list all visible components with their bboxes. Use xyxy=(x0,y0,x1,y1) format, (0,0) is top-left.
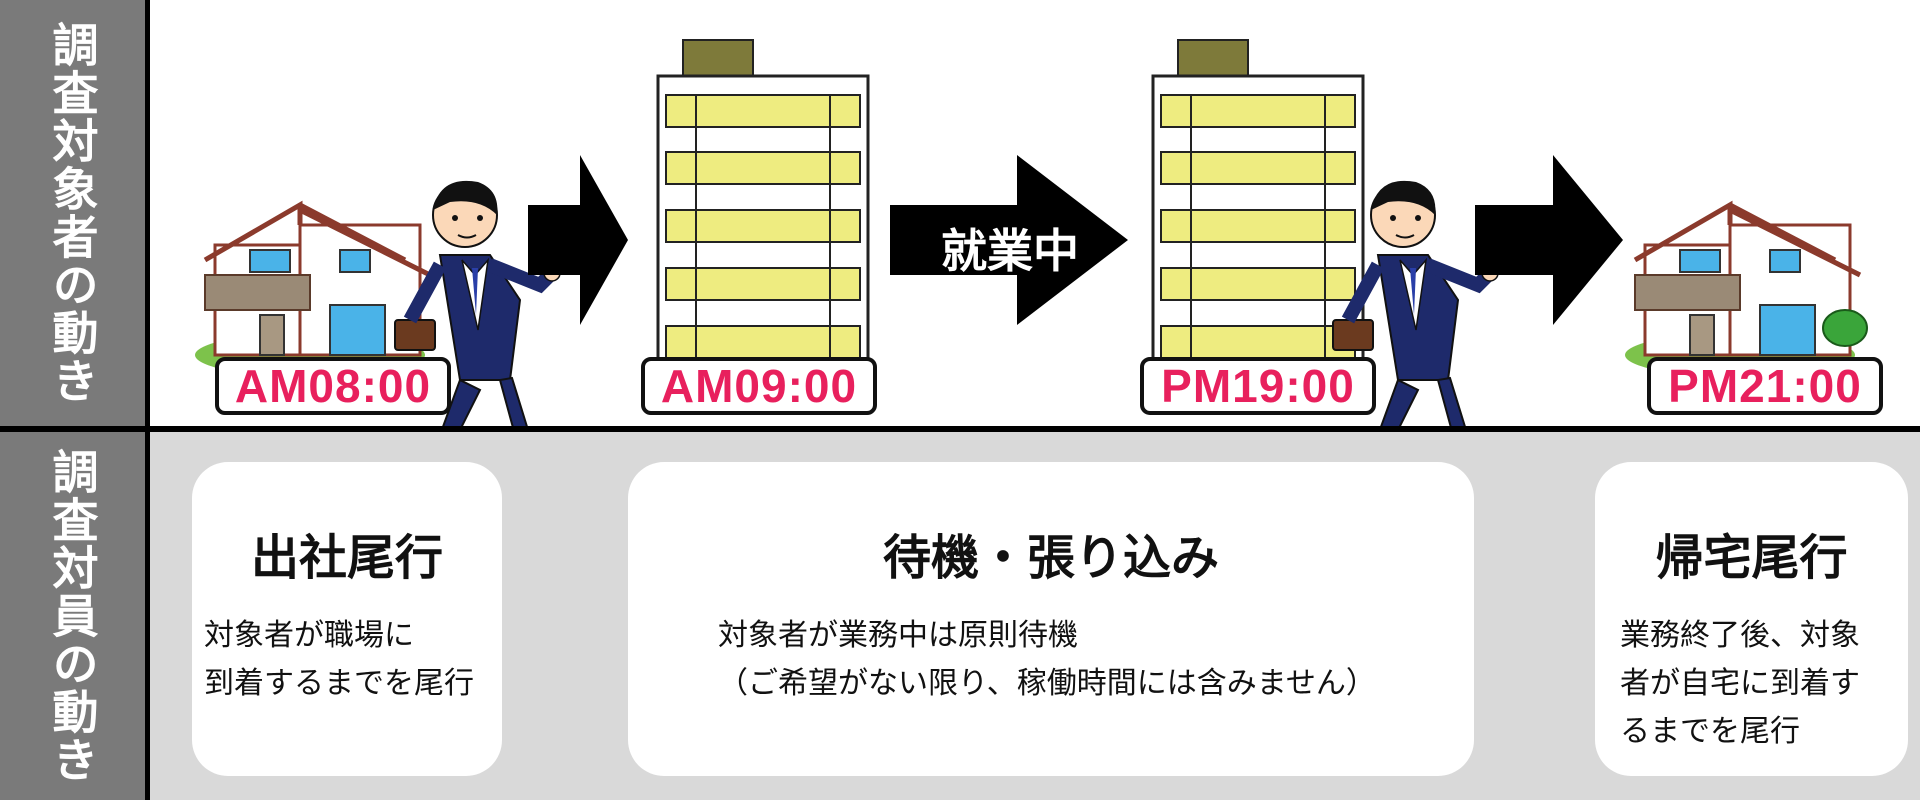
time-label: AM09:00 xyxy=(641,357,877,415)
divider-horizontal xyxy=(0,426,1920,432)
card-title: 出社尾行 xyxy=(250,530,443,586)
time-label: AM08:00 xyxy=(215,357,451,415)
house-icon xyxy=(195,205,430,377)
time-label: PM19:00 xyxy=(1140,357,1376,415)
action-card: 出社尾行 対象者が職場に 到着するまでを尾行 xyxy=(192,462,502,776)
divider-vertical xyxy=(145,0,150,800)
card-description: 業務終了後、対象 者が自宅に到着す るまでを尾行 xyxy=(1620,618,1860,749)
card-description: 対象者が職場に 到着するまでを尾行 xyxy=(204,618,474,701)
office-building-icon xyxy=(1151,38,1365,378)
office-building-icon xyxy=(656,38,870,378)
investigator-actions: 出社尾行 対象者が職場に 到着するまでを尾行 待機・張り込み 対象者が業務中は原… xyxy=(150,432,1920,800)
sidebar-investigator: 調査対員の動き xyxy=(0,432,145,800)
card-title: 帰宅尾行 xyxy=(1655,530,1848,586)
arrow-right-icon xyxy=(528,155,628,325)
action-card: 帰宅尾行 業務終了後、対象 者が自宅に到着す るまでを尾行 xyxy=(1595,462,1908,776)
timeline-scene xyxy=(150,38,1868,426)
subject-timeline: 就業中 AM08:00 AM09:00 PM19:00 PM21:00 xyxy=(150,0,1920,426)
sidebar-subject-label: 調査対象者の動き xyxy=(45,21,100,405)
arrow-right-icon xyxy=(1475,155,1623,325)
arrow-working-label: 就業中 xyxy=(941,224,1079,278)
time-label: PM21:00 xyxy=(1647,357,1883,415)
card-description: 対象者が業務中は原則待機 （ご希望がない限り、稼働時間には含みません） xyxy=(718,618,1376,701)
sidebar-subject: 調査対象者の動き xyxy=(0,0,145,426)
house-icon xyxy=(1625,205,1860,377)
action-card: 待機・張り込み 対象者が業務中は原則待機 （ご希望がない限り、稼働時間には含みま… xyxy=(628,462,1474,776)
card-title: 待機・張り込み xyxy=(882,530,1219,586)
sidebar-investigator-label: 調査対員の動き xyxy=(45,448,100,784)
arrow-right-icon xyxy=(890,155,1128,325)
